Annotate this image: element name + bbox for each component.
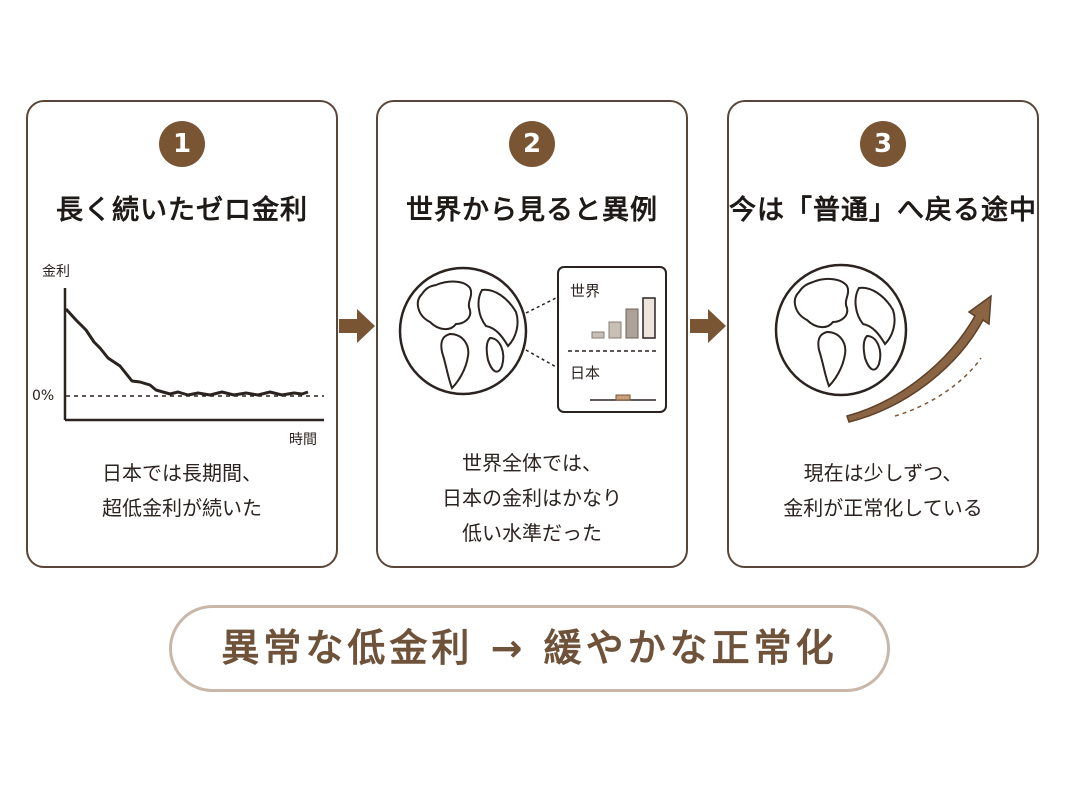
interest-rate-line	[64, 307, 309, 397]
step-title: 世界から見ると異例	[406, 195, 658, 226]
step-number-badge: 1	[159, 121, 205, 167]
world-bar	[642, 297, 656, 339]
connector-line	[525, 296, 559, 314]
step-description: 現在は少しずつ、 金利が正常化している	[783, 461, 983, 520]
japan-bar	[615, 394, 631, 401]
right-arrow-icon	[339, 309, 375, 343]
step-card-2: 2 世界から見ると異例 世界 日本 世界全体では、 日本の金利はかなり 低い水準…	[376, 100, 688, 568]
step-number-badge: 3	[860, 121, 906, 167]
comparison-panel	[557, 266, 667, 413]
step-card-1: 1 長く続いたゼロ金利 金利 0% 時間 日本では長期間、 超低金利が続いた	[26, 100, 338, 568]
zero-percent-label: 0%	[32, 388, 54, 404]
world-comparison-illustration: 世界 日本	[398, 266, 667, 413]
step-card-3: 3 今は「普通」へ戻る途中 現在は少しずつ、 金利が正常化している	[727, 100, 1039, 568]
step-title: 今は「普通」へ戻る途中	[729, 195, 1037, 226]
step-description: 世界全体では、 日本の金利はかなり 低い水準だった	[442, 451, 622, 545]
chart-x-label: 時間	[289, 432, 317, 448]
globe-icon	[398, 266, 528, 396]
upward-curve-arrow-icon	[846, 294, 992, 423]
connector-line	[525, 349, 559, 369]
world-label: 世界	[570, 282, 600, 300]
step-number-badge: 2	[509, 121, 555, 167]
globe-icon	[774, 263, 908, 397]
world-bar	[591, 331, 605, 339]
step-title: 長く続いたゼロ金利	[56, 195, 308, 226]
normalization-illustration	[774, 263, 992, 423]
summary-banner: 異常な低金利 → 緩やかな正常化	[169, 605, 890, 692]
step-description: 日本では長期間、 超低金利が続いた	[102, 461, 262, 520]
world-bar	[625, 308, 639, 339]
chart-y-label: 金利	[42, 264, 70, 280]
right-arrow-icon	[690, 309, 726, 343]
japan-label: 日本	[570, 364, 600, 382]
world-bar	[608, 321, 622, 339]
zero-rate-line-chart: 金利 0% 時間	[32, 264, 324, 448]
